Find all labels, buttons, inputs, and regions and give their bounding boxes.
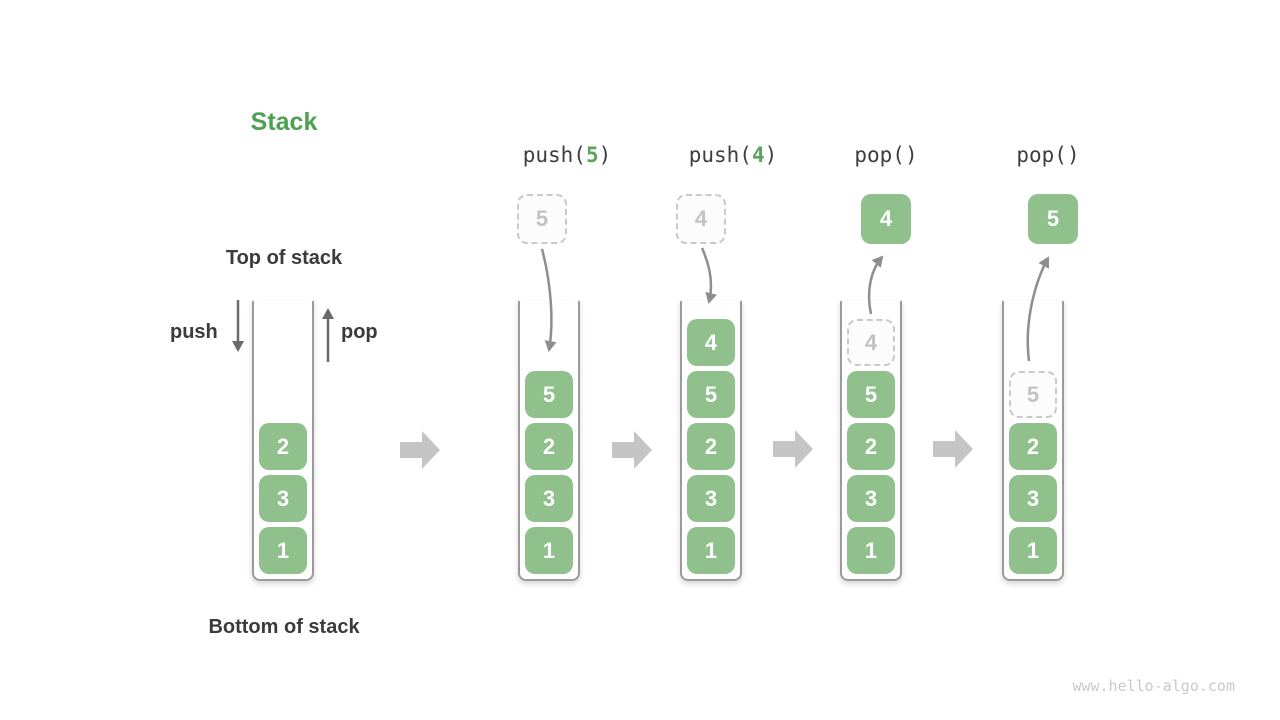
op-prefix: push(: [688, 143, 752, 167]
stack-cell: 1: [687, 527, 735, 574]
op-suffix: ): [1066, 143, 1080, 167]
stack-cell: 3: [525, 475, 573, 522]
op-suffix: ): [904, 143, 918, 167]
diagram-title: Stack: [250, 108, 318, 136]
watermark: www.hello-algo.com: [1072, 677, 1235, 695]
operation-label-pop-1: pop(): [854, 143, 917, 167]
op-suffix: ): [598, 143, 612, 167]
operation-label-push-4: push(4): [689, 143, 778, 167]
popped-element-4-box: 4: [861, 194, 911, 244]
pushed-element-4-box: 4: [676, 194, 726, 244]
stack-container-after-push-4: 4 5 2 3 1: [680, 301, 742, 581]
stack-cell: 5: [847, 371, 895, 418]
stack-cell: 1: [1009, 527, 1057, 574]
bottom-of-stack-label: Bottom of stack: [208, 616, 360, 638]
popped-element-5-box: 5: [1028, 194, 1078, 244]
transition-arrow-icon: [612, 431, 652, 469]
stack-cell: 3: [259, 475, 307, 522]
op-suffix: ): [764, 143, 778, 167]
stack-cell: 2: [687, 423, 735, 470]
push-label: push: [170, 321, 218, 343]
stack-cell: 3: [687, 475, 735, 522]
transition-arrow-icon: [773, 430, 813, 468]
stack-cell: 2: [847, 423, 895, 470]
stack-cell: 1: [525, 527, 573, 574]
stack-cell: 3: [847, 475, 895, 522]
operation-label-pop-2: pop(): [1016, 143, 1079, 167]
stack-cell: 2: [259, 423, 307, 470]
stack-cell-ghost: 5: [1009, 371, 1057, 418]
stack-cell: 3: [1009, 475, 1057, 522]
stack-container-after-first-pop: 4 5 2 3 1: [840, 301, 902, 581]
stack-cell: 2: [1009, 423, 1057, 470]
op-prefix: pop(: [854, 143, 905, 167]
op-prefix: pop(: [1016, 143, 1067, 167]
push-4-curve-arrow: [700, 247, 718, 304]
stack-container-initial: 2 3 1: [252, 301, 314, 581]
pop-label: pop: [341, 321, 378, 343]
op-argument: 4: [751, 143, 765, 167]
pushed-element-5-box: 5: [517, 194, 567, 244]
top-of-stack-label: Top of stack: [225, 247, 343, 269]
op-prefix: push(: [522, 143, 586, 167]
stack-cell-ghost: 4: [847, 319, 895, 366]
stack-container-after-second-pop: 5 2 3 1: [1002, 301, 1064, 581]
op-argument: 5: [585, 143, 599, 167]
operation-label-push-5: push(5): [523, 143, 612, 167]
stack-cell: 2: [525, 423, 573, 470]
stack-container-after-push-5: 5 2 3 1: [518, 301, 580, 581]
stack-cell: 1: [847, 527, 895, 574]
transition-arrow-icon: [400, 431, 440, 469]
stack-cell: 4: [687, 319, 735, 366]
stack-cell: 1: [259, 527, 307, 574]
transition-arrow-icon: [933, 430, 973, 468]
stack-cell: 5: [525, 371, 573, 418]
stack-cell: 5: [687, 371, 735, 418]
